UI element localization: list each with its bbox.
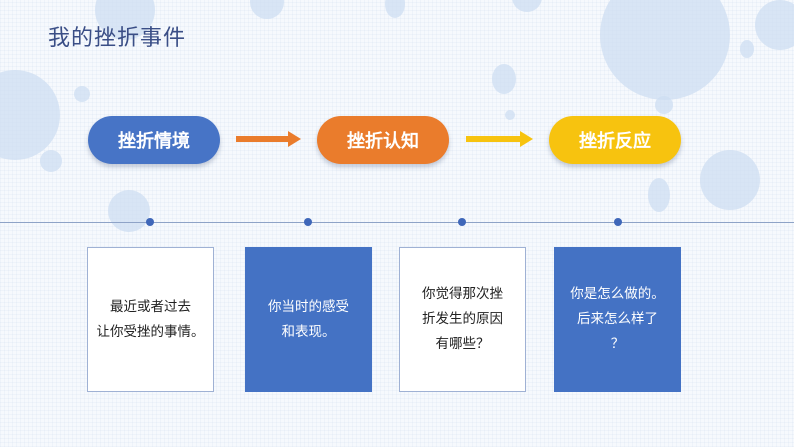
bg-bubble bbox=[648, 178, 670, 212]
step-reaction: 挫折反应 bbox=[549, 116, 681, 164]
timeline-line bbox=[0, 222, 794, 223]
bg-bubble bbox=[512, 0, 542, 12]
bg-bubble bbox=[655, 96, 673, 114]
page-title: 我的挫折事件 bbox=[48, 26, 187, 51]
arrow-right-icon bbox=[236, 131, 301, 147]
card-text: 最近或者过去 让你受挫的事情。 bbox=[96, 298, 205, 340]
bg-bubble bbox=[740, 40, 754, 58]
card-response: 你是怎么做的。 后来怎么样了 ？ bbox=[554, 247, 681, 392]
card-text: 你是怎么做的。 后来怎么样了 ？ bbox=[570, 286, 665, 352]
bg-bubble bbox=[250, 0, 284, 19]
bg-bubble bbox=[40, 150, 62, 172]
step-situation: 挫折情境 bbox=[88, 116, 220, 164]
timeline-dot bbox=[614, 218, 622, 226]
card-frustrating-event: 最近或者过去 让你受挫的事情。 bbox=[87, 247, 214, 392]
step-cognition: 挫折认知 bbox=[317, 116, 449, 164]
card-causes: 你觉得那次挫 折发生的原因 有哪些？ bbox=[399, 247, 526, 392]
bg-bubble bbox=[385, 0, 405, 18]
bg-bubble bbox=[700, 150, 760, 210]
bg-bubble bbox=[108, 190, 150, 232]
card-text: 你当时的感受 和表现。 bbox=[268, 298, 349, 340]
bg-bubble bbox=[505, 110, 515, 120]
timeline-dot bbox=[458, 218, 466, 226]
bg-bubble bbox=[600, 0, 730, 100]
timeline-dot bbox=[304, 218, 312, 226]
bg-bubble bbox=[755, 0, 794, 50]
bg-bubble bbox=[0, 70, 60, 160]
arrow-right-icon bbox=[466, 131, 533, 147]
card-text: 你觉得那次挫 折发生的原因 有哪些？ bbox=[422, 286, 503, 352]
bg-bubble bbox=[492, 64, 516, 94]
bg-bubble bbox=[74, 86, 90, 102]
timeline-dot bbox=[146, 218, 154, 226]
card-feelings: 你当时的感受 和表现。 bbox=[245, 247, 372, 392]
